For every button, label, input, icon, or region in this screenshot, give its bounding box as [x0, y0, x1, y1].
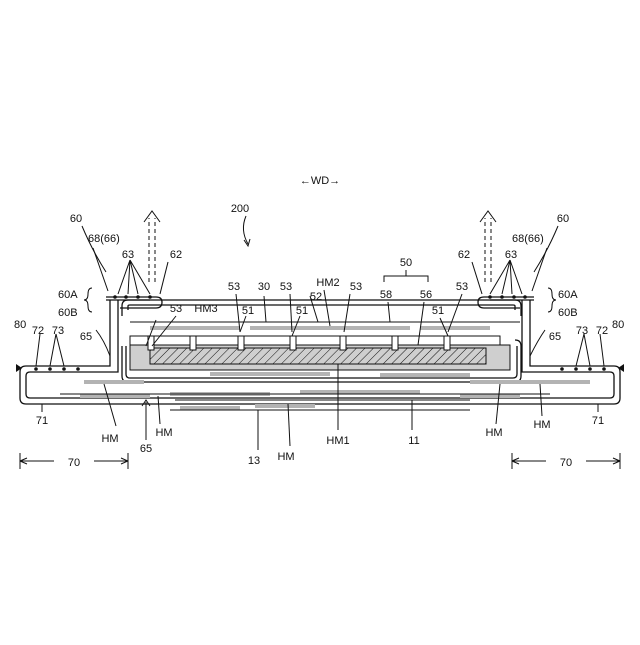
label-65-left: 65	[80, 331, 92, 343]
pull-arrow-right	[480, 211, 496, 282]
label-60-left: 60	[70, 213, 82, 225]
label-60B-left: 60B	[58, 307, 78, 319]
label-71-right: 71	[592, 415, 604, 427]
label-13: 13	[248, 455, 260, 467]
label-53-d: 53	[350, 281, 362, 293]
flap-left	[106, 295, 162, 308]
heater-body	[130, 336, 510, 370]
label-62-right: 62	[458, 249, 470, 261]
seal-dots-left	[34, 367, 80, 371]
label-72-left: 72	[32, 325, 44, 337]
bracket-50	[384, 270, 428, 282]
brace-right	[548, 288, 556, 312]
label-63-left: 63	[122, 249, 134, 261]
seal-dots-right	[560, 367, 606, 371]
label-70-left: 70	[68, 457, 80, 469]
label-60A-right: 60A	[558, 289, 578, 301]
marker-80-left	[16, 364, 22, 372]
label-80-right: 80	[612, 319, 624, 331]
label-72-right: 72	[596, 325, 608, 337]
label-HM3: HM3	[194, 303, 217, 315]
label-71-left: 71	[36, 415, 48, 427]
label-HM-d: HM	[485, 427, 502, 439]
label-65-right: 65	[549, 331, 561, 343]
label-65-bottom: 65	[140, 443, 152, 455]
pull-arrow-left	[144, 211, 160, 282]
label-62-left: 62	[170, 249, 182, 261]
label-11: 11	[408, 435, 419, 447]
marker-80-right	[618, 364, 624, 372]
label-50: 50	[400, 257, 412, 269]
label-68-right: 68(66)	[512, 233, 544, 245]
label-58: 58	[380, 289, 392, 301]
label-51-c: 51	[432, 305, 444, 317]
label-HM-b: HM	[155, 427, 172, 439]
label-53-b: 53	[228, 281, 240, 293]
label-56: 56	[420, 289, 432, 301]
label-53-e: 53	[456, 281, 468, 293]
label-HM1: HM1	[326, 435, 349, 447]
label-70-right: 70	[560, 457, 572, 469]
brace-left	[84, 288, 92, 312]
label-63-right: 63	[505, 249, 517, 261]
arrow-200	[243, 216, 250, 246]
flap-right	[478, 295, 534, 308]
label-HM-c: HM	[277, 451, 294, 463]
label-HM2: HM2	[316, 277, 339, 289]
label-53-a: 53	[170, 303, 182, 315]
label-51-b: 51	[296, 305, 308, 317]
label-200: 200	[231, 203, 249, 215]
label-30: 30	[258, 281, 270, 293]
label-wd: ←WD→	[300, 175, 340, 187]
label-60A-left: 60A	[58, 289, 78, 301]
label-73-left: 73	[52, 325, 64, 337]
label-80-left: 80	[14, 319, 26, 331]
label-HM-e: HM	[533, 419, 550, 431]
label-60-right: 60	[557, 213, 569, 225]
label-53-c: 53	[280, 281, 292, 293]
label-HM-a: HM	[101, 433, 118, 445]
label-52: 52	[310, 291, 322, 303]
label-60B-right: 60B	[558, 307, 578, 319]
label-68-left: 68(66)	[88, 233, 120, 245]
label-51-a: 51	[242, 305, 254, 317]
label-73-right: 73	[576, 325, 588, 337]
